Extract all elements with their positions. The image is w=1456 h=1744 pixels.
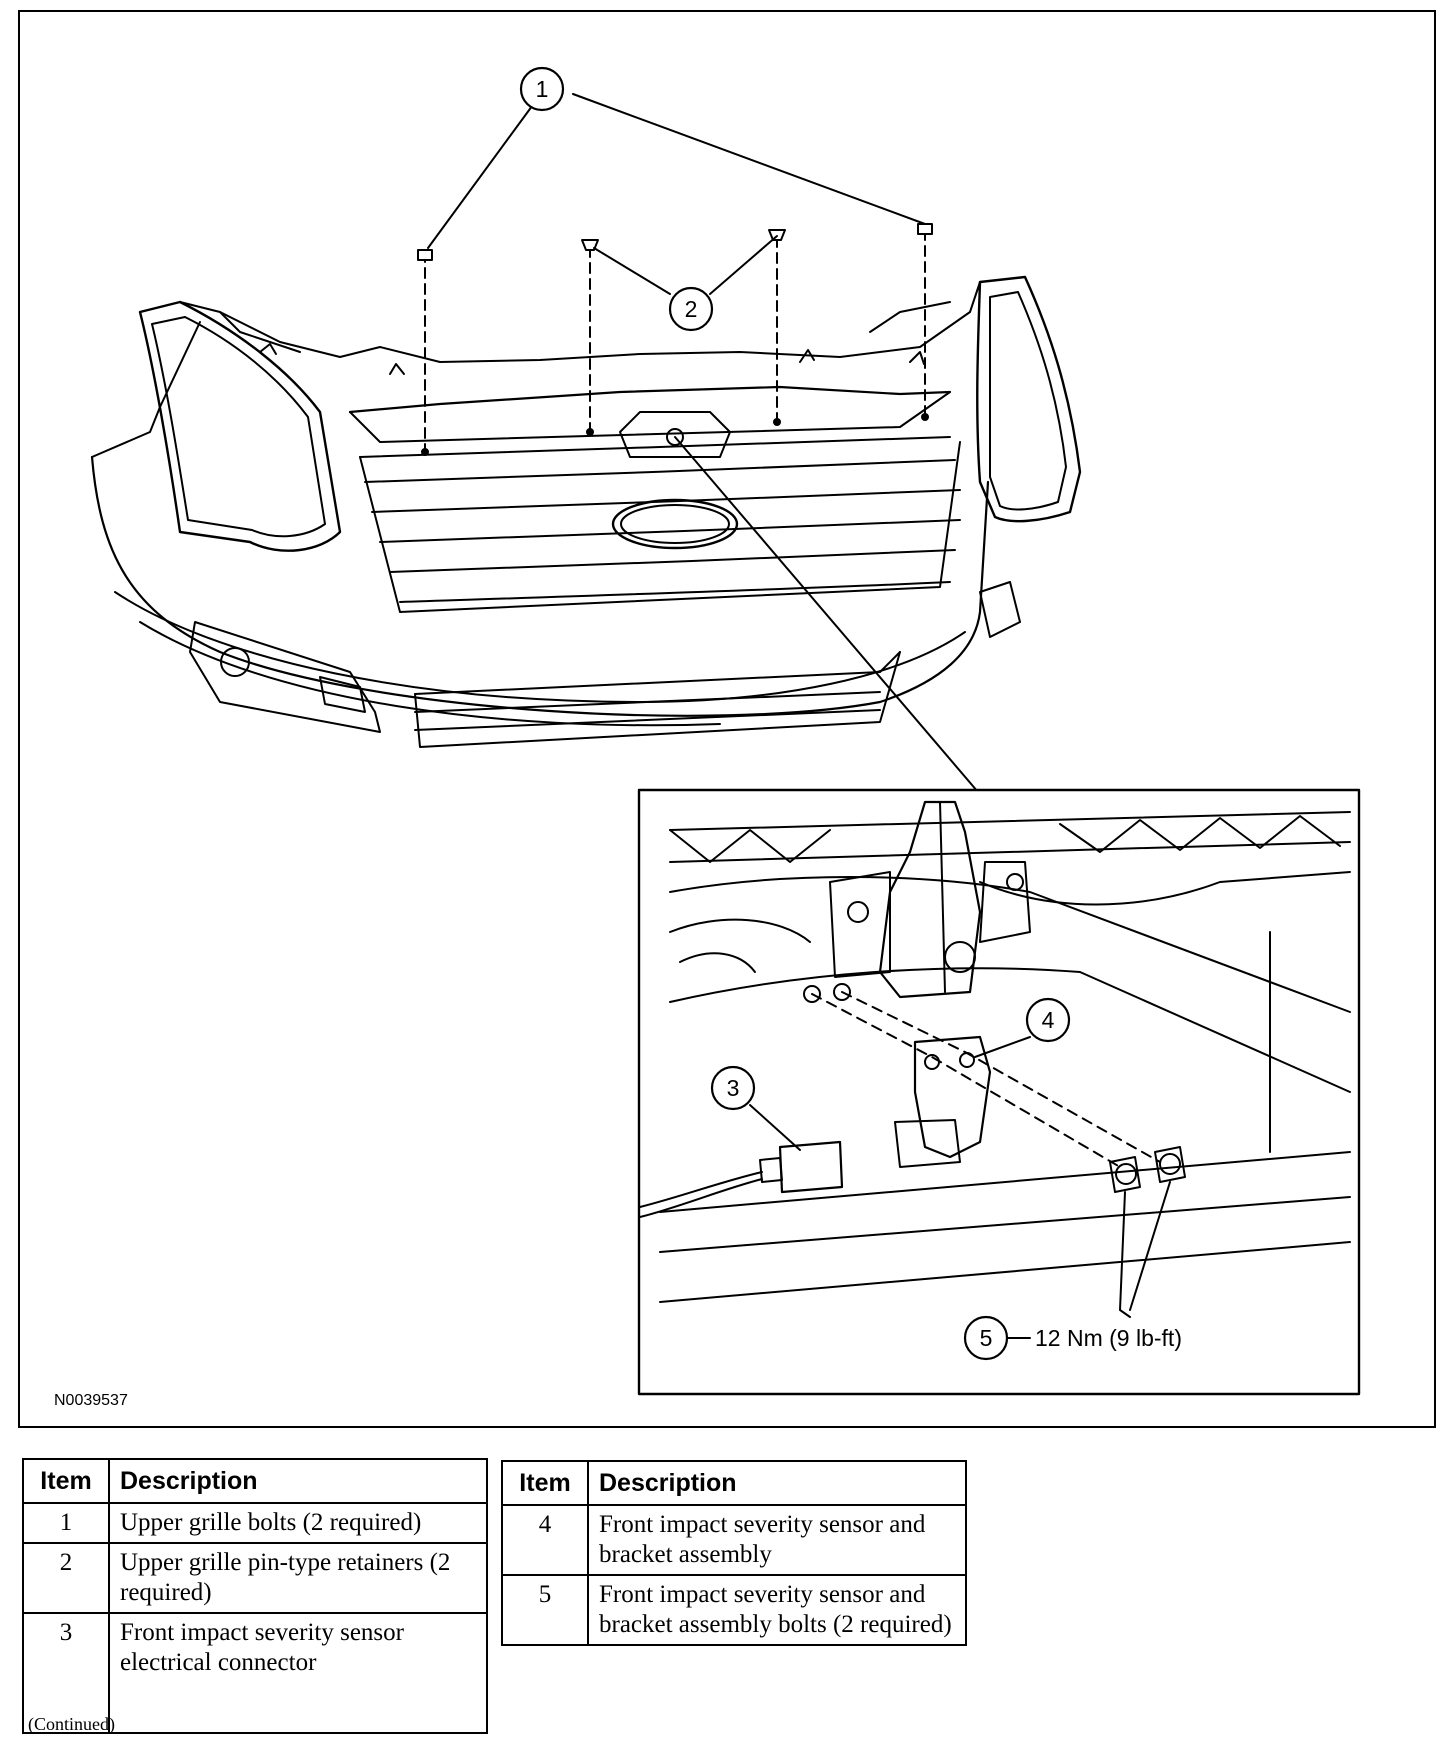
callout-5: 5 12 Nm (9 lb-ft) xyxy=(963,1181,1182,1361)
legend-table-left: Item Description 1 Upper grille bolts (2… xyxy=(22,1458,488,1734)
callout-1: 1 xyxy=(427,66,926,249)
header-description: Description xyxy=(587,1460,967,1506)
header-item: Item xyxy=(22,1458,110,1504)
figure-id: N0039537 xyxy=(54,1392,128,1409)
item-number: 4 xyxy=(501,1504,589,1576)
table-header-row: Item Description xyxy=(501,1460,967,1506)
front-end-drawing xyxy=(90,275,1082,748)
table-row: 2 Upper grille pin-type retainers (2 req… xyxy=(22,1542,488,1614)
table-row: 3 Front impact severity sensor electrica… xyxy=(22,1612,488,1734)
continued-note: (Continued) xyxy=(28,1714,115,1734)
callout-2-label: 2 xyxy=(685,296,698,322)
item-description: Front impact severity sensor and bracket… xyxy=(587,1574,967,1646)
illustration-frame: 1 2 xyxy=(18,10,1436,1428)
callout-4: 4 xyxy=(974,997,1071,1058)
callout-2: 2 xyxy=(593,235,778,332)
callout-4-label: 4 xyxy=(1042,1007,1055,1033)
item-number: 5 xyxy=(501,1574,589,1646)
detail-inset xyxy=(637,788,1361,1396)
callout-5-label: 5 xyxy=(980,1325,993,1351)
legend-table-right: Item Description 4 Front impact severity… xyxy=(501,1460,967,1646)
item-description: Upper grille pin-type retainers (2 requi… xyxy=(108,1542,488,1614)
bolt-icon xyxy=(1154,1146,1186,1183)
detail-leader-line xyxy=(674,436,979,793)
table-row: 4 Front impact severity sensor and brack… xyxy=(501,1504,967,1576)
item-number: 3 xyxy=(22,1612,110,1734)
header-description: Description xyxy=(108,1458,488,1504)
table-header-row: Item Description xyxy=(22,1458,488,1504)
table-row: 5 Front impact severity sensor and brack… xyxy=(501,1574,967,1646)
callout-1-label: 1 xyxy=(536,76,549,102)
callout-3: 3 xyxy=(710,1065,801,1151)
bolt-icon xyxy=(1109,1156,1141,1193)
item-number: 1 xyxy=(22,1502,110,1544)
item-number: 2 xyxy=(22,1542,110,1614)
torque-spec: 12 Nm (9 lb-ft) xyxy=(1035,1325,1182,1351)
item-description: Front impact severity sensor electrical … xyxy=(108,1612,488,1734)
fastener-leaders xyxy=(417,223,933,456)
ford-logo-icon xyxy=(611,498,739,550)
illustration: 1 2 xyxy=(90,66,1361,1396)
header-item: Item xyxy=(501,1460,589,1506)
table-row: 1 Upper grille bolts (2 required) xyxy=(22,1502,488,1544)
item-description: Upper grille bolts (2 required) xyxy=(108,1502,488,1544)
callout-3-label: 3 xyxy=(727,1075,740,1101)
item-description: Front impact severity sensor and bracket… xyxy=(587,1504,967,1576)
